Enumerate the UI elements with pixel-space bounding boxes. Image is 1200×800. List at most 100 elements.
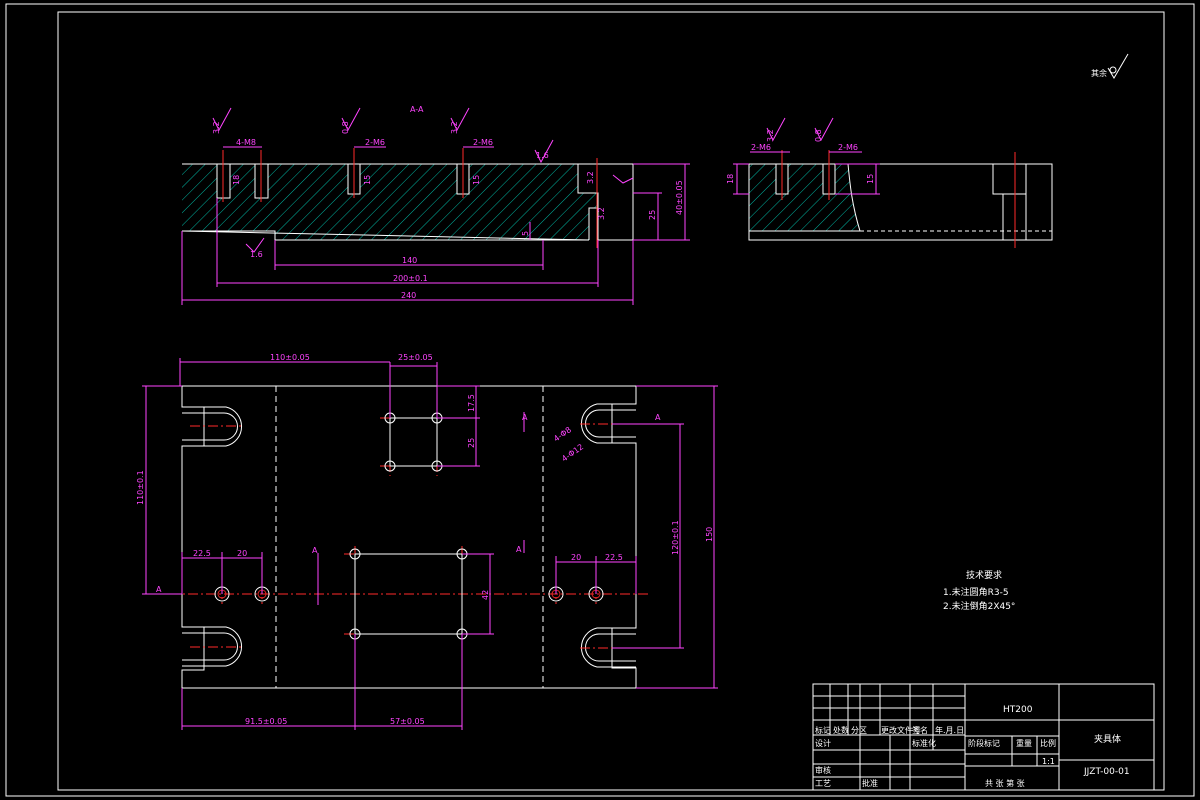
tb-label-approve: 批准 xyxy=(862,778,878,788)
plan-view: 110±0.05 25±0.05 17.5 25 110±0.1 120±0.1… xyxy=(136,353,718,730)
dim-200: 200±0.1 xyxy=(393,274,428,283)
roughness-note: 其余 xyxy=(1091,53,1129,79)
tb-material: HT200 xyxy=(1003,705,1033,715)
hole-pattern-box-1 xyxy=(389,417,438,467)
roughness-note-text: 其余 xyxy=(1091,68,1107,78)
side-callout-2m6-a: 2-M6 xyxy=(751,143,771,152)
dim-hole-depth-2: 15 xyxy=(363,175,372,185)
plan-dim-110: 110±0.05 xyxy=(270,353,310,362)
tb-label-sign: 签名 xyxy=(912,725,928,735)
tech-req-item-1: 1.未注圆角R3-5 xyxy=(943,586,1009,598)
callout-4m8: 4-M8 xyxy=(236,138,256,147)
tb-ratio: 比例 xyxy=(1040,738,1056,748)
side-callout-2m6-b: 2-M6 xyxy=(838,143,858,152)
dim-25: 25 xyxy=(648,210,657,220)
side-slot xyxy=(992,163,1027,195)
tech-req-title: 技术要求 xyxy=(966,569,1002,581)
tech-requirements: 技术要求 1.未注圆角R3-5 2.未注倒角2X45° xyxy=(943,569,1015,612)
plan-holes-callout-a: 4-Φ8 xyxy=(552,425,573,443)
dim-hole-depth-3: 15 xyxy=(472,175,481,185)
side-view: 2-M6 2-M6 3.2 0.8 18 15 xyxy=(726,117,1053,248)
plan-dim-42: 42 xyxy=(481,590,490,600)
dim-140: 140 xyxy=(402,256,417,265)
plan-dim-17-5: 17.5 xyxy=(467,394,476,412)
plan-dim-120: 120±0.1 xyxy=(671,520,680,555)
section-centerlines xyxy=(222,148,598,248)
tb-weight: 重量 xyxy=(1016,738,1032,748)
side-centerlines xyxy=(781,150,1016,248)
tb-label-review: 审核 xyxy=(815,765,831,775)
plan-holes xyxy=(214,412,604,640)
side-dim-18: 18 xyxy=(726,174,735,184)
section-hatch xyxy=(182,164,598,240)
title-block-text: HT200 夹具体 JJZT-00-01 1:1 阶段标记 重量 比例 共 张 … xyxy=(815,705,1130,788)
section-callout-lines xyxy=(212,107,554,164)
side-break-line xyxy=(847,163,861,232)
roughness-c: 3.2 xyxy=(450,121,459,134)
roughness-d: 1.6 xyxy=(536,151,549,160)
roughness-e-symbol-icon xyxy=(245,237,265,253)
u-slot-bl xyxy=(182,626,242,667)
tb-label-zone: 分区 xyxy=(851,726,867,735)
side-roughness-b: 0.8 xyxy=(814,129,823,142)
tb-label-mark: 标记 xyxy=(815,725,831,735)
section-label: A-A xyxy=(410,105,424,114)
dim-240: 240 xyxy=(401,291,416,300)
plan-dim-25v: 25 xyxy=(467,438,476,448)
tb-label-std: 标准化 xyxy=(912,738,936,748)
side-hatch xyxy=(749,164,860,231)
plan-marker-a2: A xyxy=(655,413,661,422)
plan-dim-57: 57±0.05 xyxy=(390,717,425,726)
tb-scale: 1:1 xyxy=(1042,757,1055,766)
plan-dim-20-left: 20 xyxy=(237,549,247,558)
dim-5: 5 xyxy=(521,231,530,236)
plan-dim-110v: 110±0.1 xyxy=(136,470,145,505)
roughness-e: 1.6 xyxy=(250,250,263,259)
callout-2m6-a: 2-M6 xyxy=(365,138,385,147)
plan-marker-a3: A xyxy=(312,546,318,555)
roughness-side-1: 3.2 xyxy=(586,171,595,184)
dim-hole-depth-1: 18 xyxy=(232,175,241,185)
plan-dim-25: 25±0.05 xyxy=(398,353,433,362)
roughness-b: 0.8 xyxy=(341,121,350,134)
plan-dim-91-5: 91.5±0.05 xyxy=(245,717,287,726)
tb-sheets: 共 张 第 张 xyxy=(985,778,1025,788)
plan-dim-22-5-left: 22.5 xyxy=(193,549,211,558)
tb-label-date: 年.月.日 xyxy=(935,725,964,735)
section-dim-lines xyxy=(181,163,690,305)
side-outline xyxy=(748,163,1053,241)
roughness-circle-icon xyxy=(1109,66,1117,74)
roughness-a: 3.2 xyxy=(212,121,221,134)
plan-marker-a4: A xyxy=(522,413,528,422)
plan-marker-a1: A xyxy=(156,585,162,594)
tech-req-item-2: 2.未注倒角2X45° xyxy=(943,600,1015,612)
tb-label-design: 设计 xyxy=(815,738,831,748)
side-dim-15: 15 xyxy=(866,174,875,184)
title-block xyxy=(812,683,1155,791)
plan-dim-20-right: 20 xyxy=(571,553,581,562)
plan-dim-22-5-right: 22.5 xyxy=(605,553,623,562)
tb-label-change: 更改文件号 xyxy=(881,725,921,735)
tb-label-process: 工艺 xyxy=(815,779,831,788)
roughness-side-icon xyxy=(612,174,634,184)
side-roughness-a: 3.2 xyxy=(766,129,775,142)
tb-label-count: 处数 xyxy=(833,725,849,735)
u-slot-tl xyxy=(182,406,242,447)
roughness-side-2: 3.2 xyxy=(597,207,606,220)
side-callout-lines xyxy=(733,117,880,195)
inner-border xyxy=(57,11,1165,791)
plan-dim-lines xyxy=(142,358,718,730)
tb-drawing-no: JJZT-00-01 xyxy=(1083,767,1130,777)
roughness-symbol-icon xyxy=(1107,53,1129,79)
dim-40: 40±0.05 xyxy=(675,180,684,215)
tb-stage: 阶段标记 xyxy=(968,738,1000,748)
hole-pattern-box-2 xyxy=(354,553,463,635)
outer-border xyxy=(5,3,1195,797)
section-view: 18 15 15 4-M8 2-M6 2-M6 3.2 0.8 3.2 1.6 … xyxy=(181,107,690,305)
callout-2m6-b: 2-M6 xyxy=(473,138,493,147)
plan-marker-a5: A xyxy=(516,545,522,554)
plan-holes-callout-b: 4-Φ12 xyxy=(560,442,585,463)
plan-dim-150: 150 xyxy=(705,527,714,542)
tb-part-name: 夹具体 xyxy=(1094,733,1121,745)
